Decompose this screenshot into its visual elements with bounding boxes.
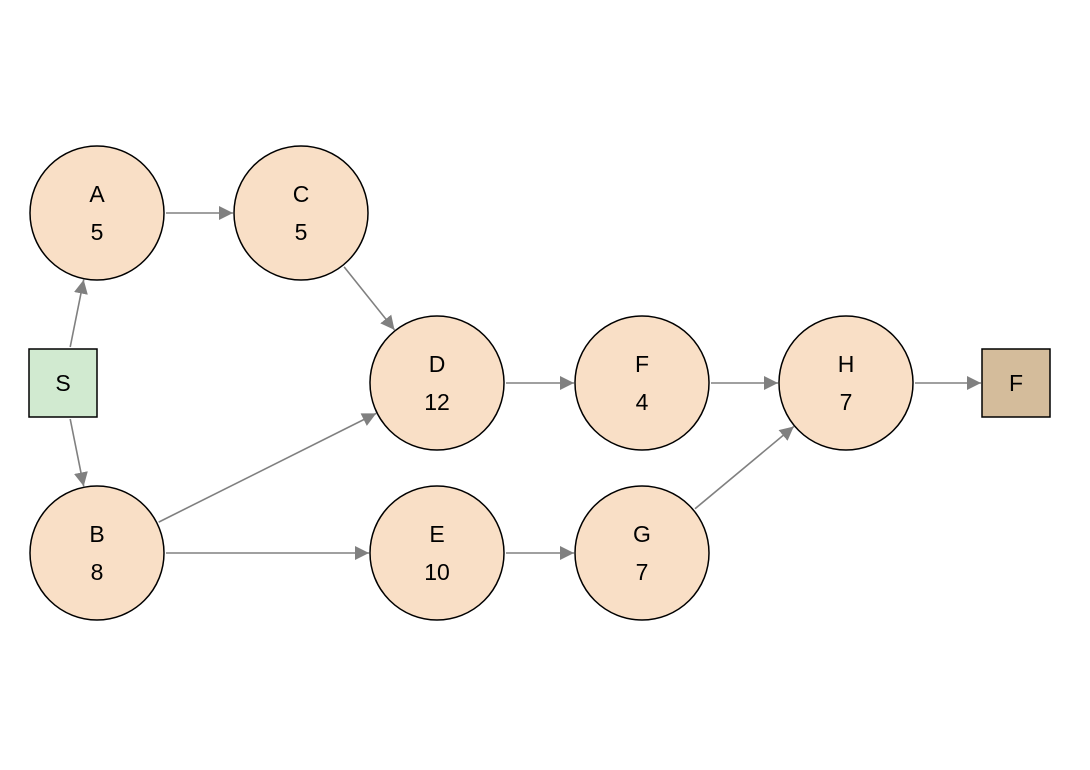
node-a-circle [29, 145, 165, 281]
node-f-circle [574, 315, 710, 451]
node-label: G [633, 521, 651, 547]
node-label: H [838, 351, 855, 377]
node-duration: 4 [636, 389, 649, 415]
node-g: G7 [574, 485, 710, 621]
node-label: B [89, 521, 104, 547]
start-square [28, 348, 98, 418]
node-c-circle [233, 145, 369, 281]
node-label: S [55, 370, 70, 396]
node-label: A [89, 181, 105, 207]
node-c: C5 [233, 145, 369, 281]
edge-start-to-B [69, 418, 88, 487]
node-duration: 12 [424, 389, 450, 415]
node-duration: 10 [424, 559, 450, 585]
edge-C-to-D [343, 266, 396, 331]
node-label: F [1009, 370, 1023, 396]
finish-square [981, 348, 1051, 418]
node-duration: 7 [840, 389, 853, 415]
node-b-circle [29, 485, 165, 621]
node-g-circle [574, 485, 710, 621]
node-label: E [429, 521, 444, 547]
node-duration: 5 [295, 219, 308, 245]
node-label: F [635, 351, 649, 377]
node-d-circle [369, 315, 505, 451]
edge-B-to-D [158, 412, 377, 523]
node-e: E 10 [369, 485, 505, 621]
node-finish: F [981, 348, 1051, 418]
node-e-circle [369, 485, 505, 621]
node-h-circle [778, 315, 914, 451]
node-f: F4 [574, 315, 710, 451]
node-label: C [293, 181, 310, 207]
node-duration: 7 [636, 559, 649, 585]
node-d: D 12 [369, 315, 505, 451]
node-duration: 5 [91, 219, 104, 245]
edge-G-to-H [694, 425, 795, 510]
edges [69, 206, 981, 560]
node-b: B8 [29, 485, 165, 621]
node-a: A5 [29, 145, 165, 281]
node-start: S [28, 348, 98, 418]
node-h: H7 [778, 315, 914, 451]
edge-start-to-A [69, 279, 88, 348]
node-duration: 8 [91, 559, 104, 585]
node-label: D [429, 351, 446, 377]
